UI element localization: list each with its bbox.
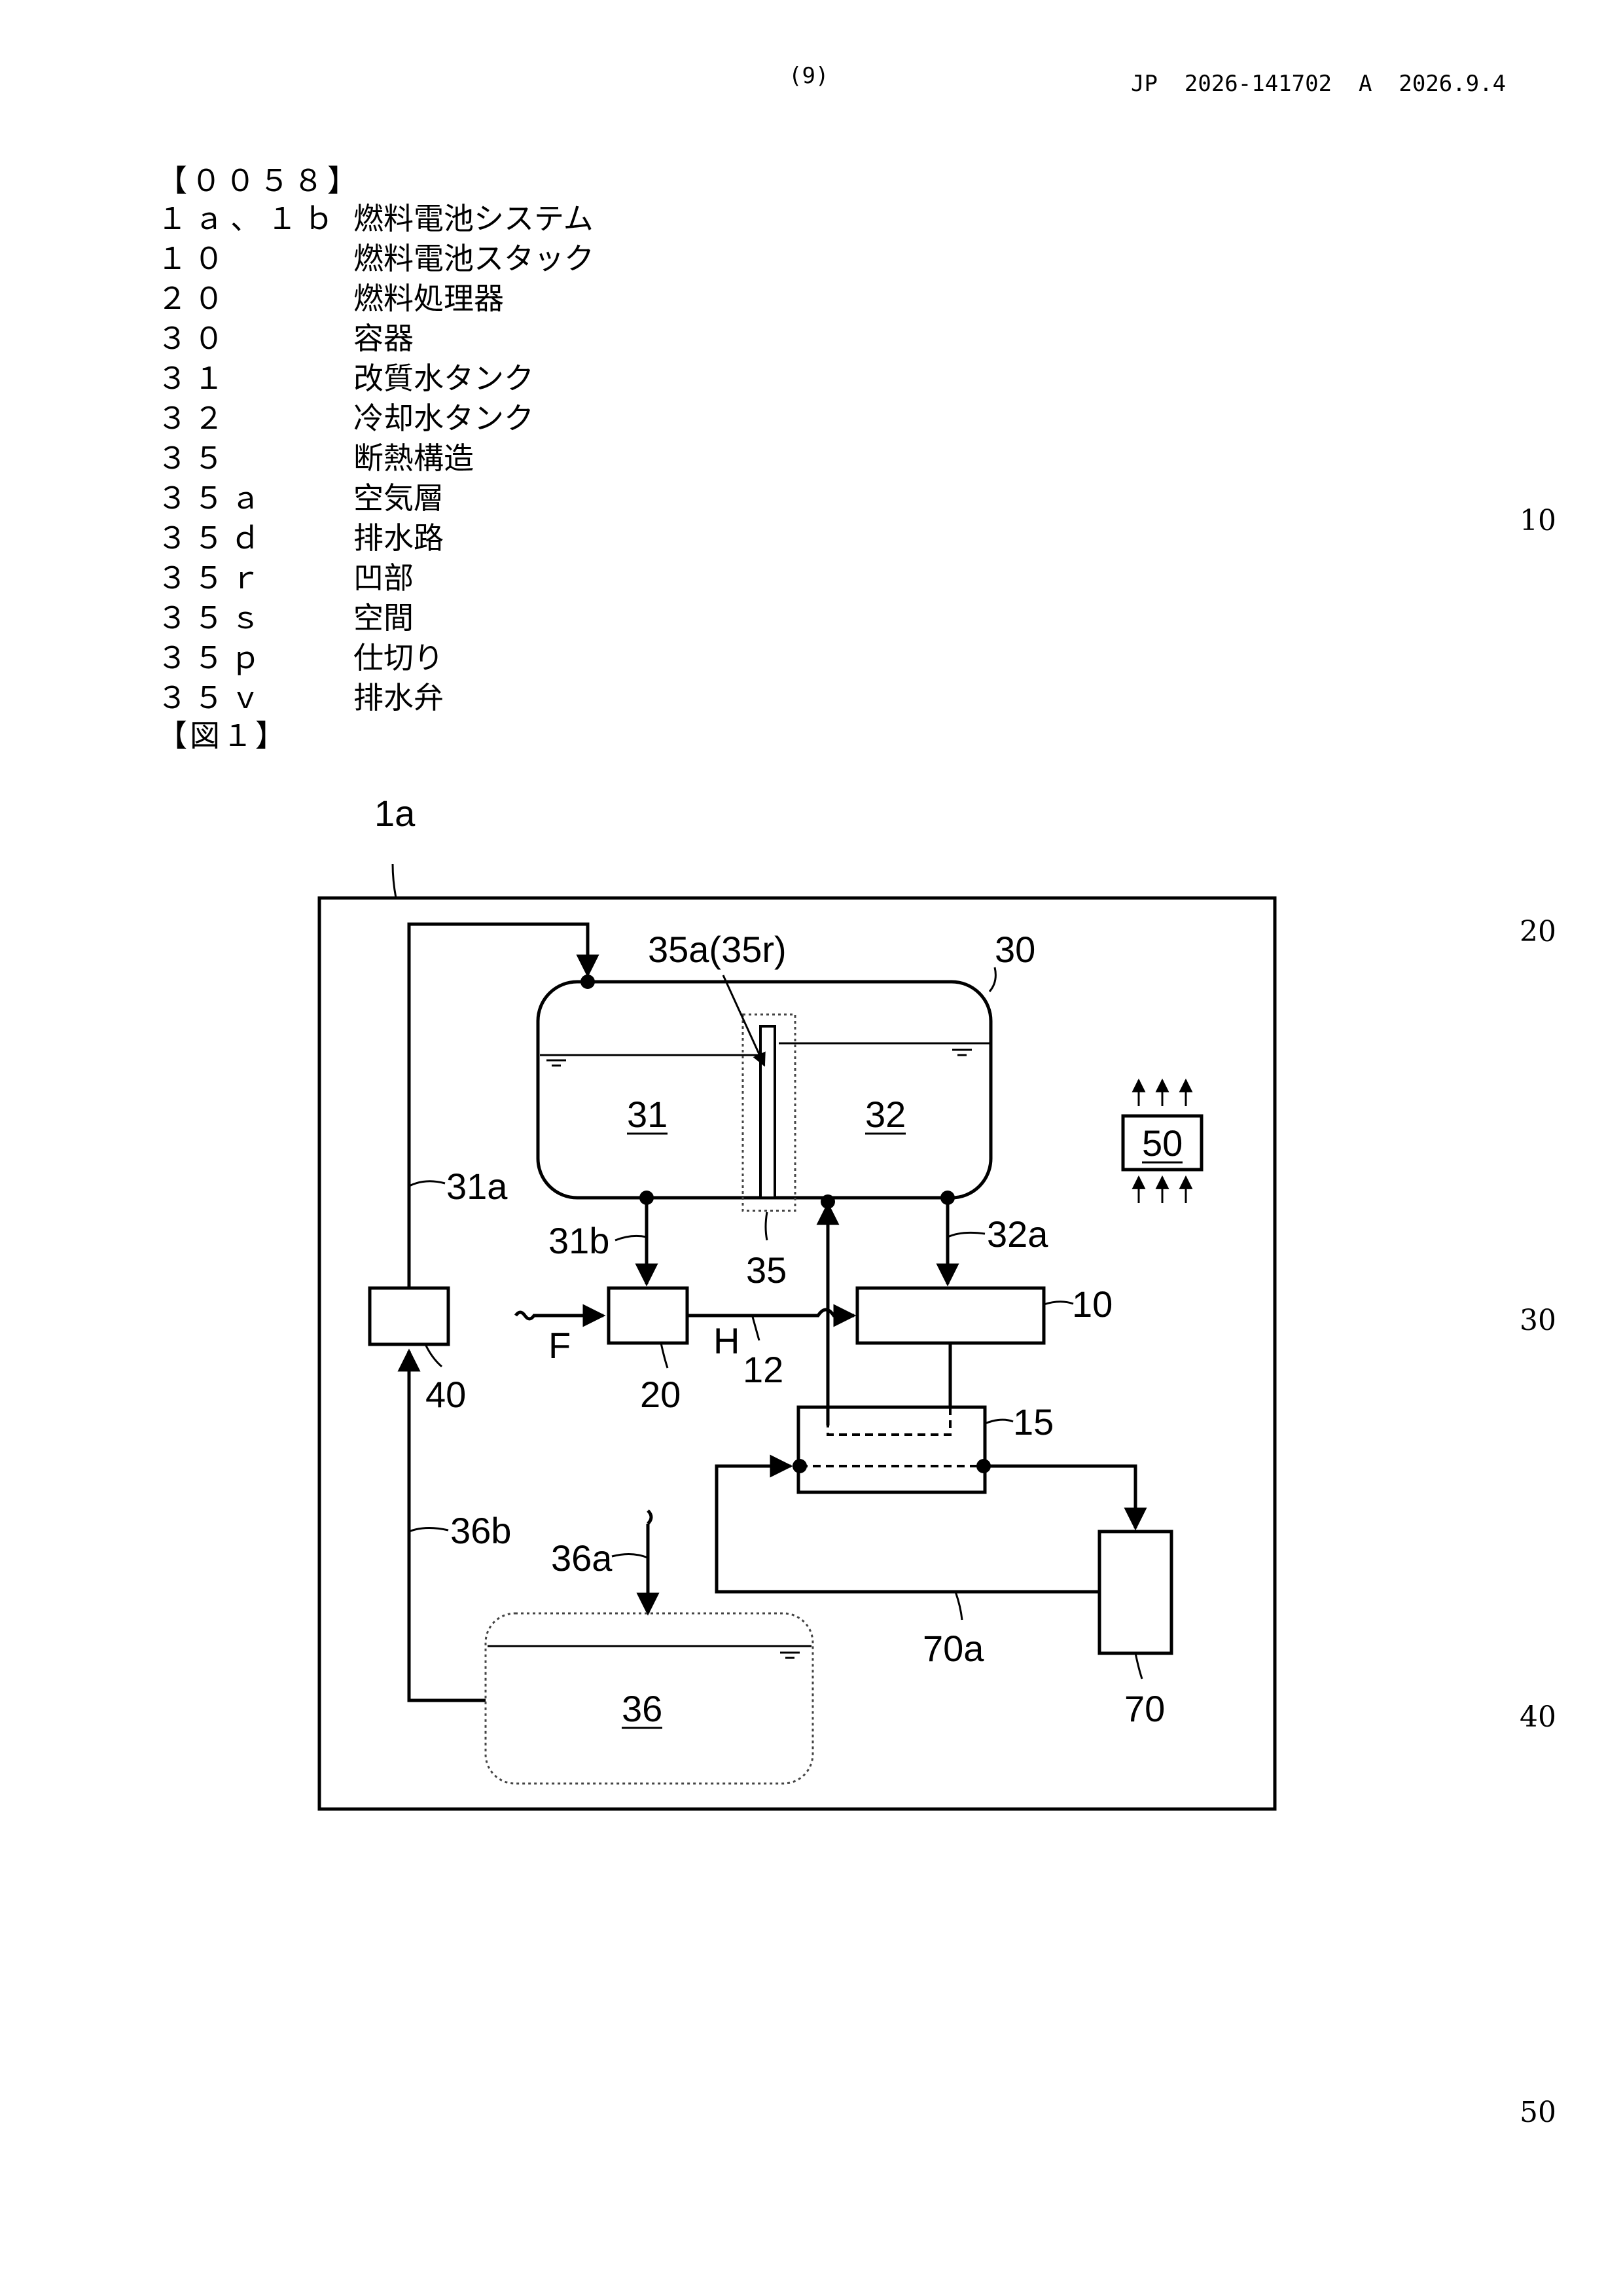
leader-36b (409, 1528, 448, 1532)
leader-20 (661, 1343, 668, 1368)
line-31b-label: 31b (548, 1220, 609, 1261)
line-to-70 (984, 1466, 1135, 1528)
unit-70-label: 70 (1124, 1688, 1165, 1729)
leader-15 (985, 1420, 1013, 1424)
insulation-label: 35 (746, 1249, 787, 1291)
air-layer-label: 35a(35r) (648, 929, 787, 970)
level-mark-31 (546, 1060, 566, 1066)
hydrogen-label: H (713, 1320, 740, 1361)
line-32a-label: 32a (987, 1213, 1048, 1255)
reform-tank-label: 31 (627, 1094, 668, 1135)
fuel-line (516, 1312, 603, 1319)
system-label: 1a (374, 793, 416, 834)
line-36b-label: 36b (450, 1510, 511, 1551)
unit-50-label: 50 (1142, 1122, 1183, 1164)
system-leader (393, 864, 396, 898)
tank-36-label: 36 (622, 1688, 662, 1729)
container-label: 30 (995, 929, 1035, 970)
leader-31b (615, 1236, 647, 1240)
container-leader (990, 967, 995, 992)
heat-exchanger-label: 15 (1013, 1401, 1054, 1443)
line-70a-label: 70a (923, 1628, 984, 1669)
line-12-label: 12 (743, 1349, 783, 1390)
level-mark-36 (780, 1653, 800, 1658)
processor-20 (609, 1288, 687, 1343)
line-70a (717, 1466, 1099, 1592)
stack-10 (857, 1288, 1044, 1343)
partition (760, 1026, 775, 1198)
leader-36a (612, 1554, 648, 1558)
unit-70 (1099, 1532, 1171, 1653)
node (793, 1459, 807, 1473)
leader-10 (1044, 1302, 1073, 1304)
node (580, 975, 595, 989)
leader-31a (409, 1181, 445, 1186)
insulation-leader (766, 1212, 767, 1240)
line-36a-label: 36a (551, 1537, 613, 1579)
pump-40 (370, 1288, 448, 1344)
level-mark-32 (952, 1050, 972, 1055)
fuel-label: F (548, 1325, 571, 1366)
leader-70 (1135, 1653, 1142, 1679)
line-36a (648, 1511, 651, 1613)
node (821, 1194, 835, 1209)
leader-40 (425, 1344, 442, 1367)
processor-label: 20 (640, 1374, 681, 1415)
leader-70a (955, 1592, 962, 1620)
exchanger-inner-path (828, 1407, 950, 1435)
cooling-tank-label: 32 (865, 1094, 906, 1135)
leader-12 (753, 1317, 759, 1340)
leader-32a (948, 1232, 985, 1237)
system-frame (319, 898, 1275, 1809)
pump-label: 40 (425, 1374, 466, 1415)
stack-label: 10 (1072, 1283, 1113, 1325)
line-31a-label: 31a (446, 1166, 508, 1207)
